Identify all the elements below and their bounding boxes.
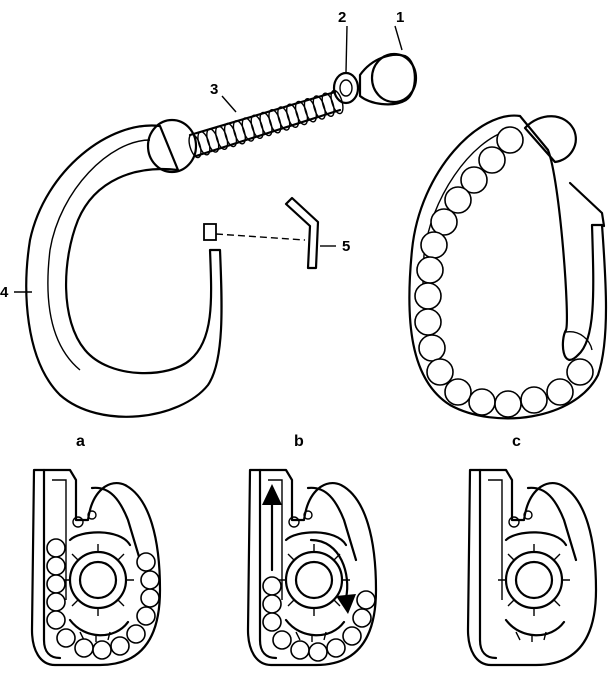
guide-ball xyxy=(420,231,448,259)
hub-ball xyxy=(262,576,282,596)
hub-ball xyxy=(290,640,310,660)
guide-ball xyxy=(426,358,454,386)
assembled-ball-guide xyxy=(408,114,608,420)
spring-coil xyxy=(188,133,202,159)
guide-ball xyxy=(444,186,472,214)
hub-ball xyxy=(126,624,146,644)
spring-coil xyxy=(277,106,291,131)
hub-ball xyxy=(140,570,160,590)
spring-coil xyxy=(303,97,318,123)
guide-ball xyxy=(418,334,446,362)
subfigure-labels: a b c xyxy=(76,433,521,450)
hub-view-b xyxy=(246,468,378,667)
hub-ball xyxy=(46,538,66,558)
hub-ball xyxy=(356,590,376,610)
hub-ball xyxy=(46,556,66,576)
end-cap xyxy=(358,52,418,106)
hub-ball xyxy=(326,638,346,658)
subfigure-label-a: a xyxy=(76,433,85,450)
spring-coil xyxy=(312,95,326,120)
hub-view-c xyxy=(466,468,598,667)
guide-ball xyxy=(520,386,548,414)
guide-ball xyxy=(494,390,522,418)
hub-ball xyxy=(352,608,372,628)
spring-coil xyxy=(250,114,264,140)
spring-coil xyxy=(232,119,247,145)
hub-view-a xyxy=(30,468,162,667)
subfigure-label-c: c xyxy=(512,433,521,450)
callout-2: 2 xyxy=(338,9,346,26)
hub-ball xyxy=(272,630,292,650)
hub-ball xyxy=(46,574,66,594)
hub-ball xyxy=(46,592,66,612)
hub-ball xyxy=(136,552,156,572)
guide-ball xyxy=(496,126,524,154)
spring-coil xyxy=(197,130,211,156)
spring-coil xyxy=(223,122,238,148)
coil-spring xyxy=(188,89,344,159)
spring-coil xyxy=(206,128,220,153)
guide-ball xyxy=(478,146,506,174)
guide-ball xyxy=(416,256,444,284)
hub-ball xyxy=(308,642,328,662)
guide-tube-inner-line xyxy=(47,139,151,371)
guide-ball xyxy=(414,308,442,336)
hub-ball xyxy=(262,594,282,614)
hub-ball xyxy=(262,612,282,632)
hose-assembly-exploded: 1 2 3 4 5 xyxy=(0,9,418,418)
hub-ball xyxy=(136,606,156,626)
callout-1: 1 xyxy=(396,9,404,26)
guide-ball xyxy=(414,282,442,310)
guide-ball xyxy=(430,208,458,236)
tube-ferrule xyxy=(146,118,198,174)
retaining-clip xyxy=(203,196,320,270)
spring-coil xyxy=(259,111,273,137)
spring-coil xyxy=(268,108,282,134)
spring-coil xyxy=(285,103,300,129)
guide-ball xyxy=(460,166,488,194)
guide-ball xyxy=(566,358,594,386)
guide-tube-outline xyxy=(25,124,223,418)
guide-ball xyxy=(468,388,496,416)
callout-5: 5 xyxy=(342,238,350,255)
spring-coil xyxy=(214,125,229,151)
guide-ball xyxy=(546,378,574,406)
assembled-tube-outline xyxy=(408,114,608,420)
spring-coil xyxy=(241,117,255,142)
spring-coil xyxy=(321,92,335,118)
guide-ball xyxy=(444,378,472,406)
hub-ball xyxy=(140,588,160,608)
hub-ball xyxy=(46,610,66,630)
subfigure-label-b: b xyxy=(294,433,304,450)
callout-3: 3 xyxy=(210,81,218,98)
callout-4: 4 xyxy=(0,284,9,301)
hub-ball xyxy=(110,636,130,656)
hub-ball xyxy=(92,640,112,660)
hub-ball xyxy=(342,626,362,646)
hub-ball xyxy=(74,638,94,658)
hub-ball xyxy=(56,628,76,648)
retaining-ring xyxy=(332,71,360,105)
spring-coil xyxy=(294,100,309,126)
